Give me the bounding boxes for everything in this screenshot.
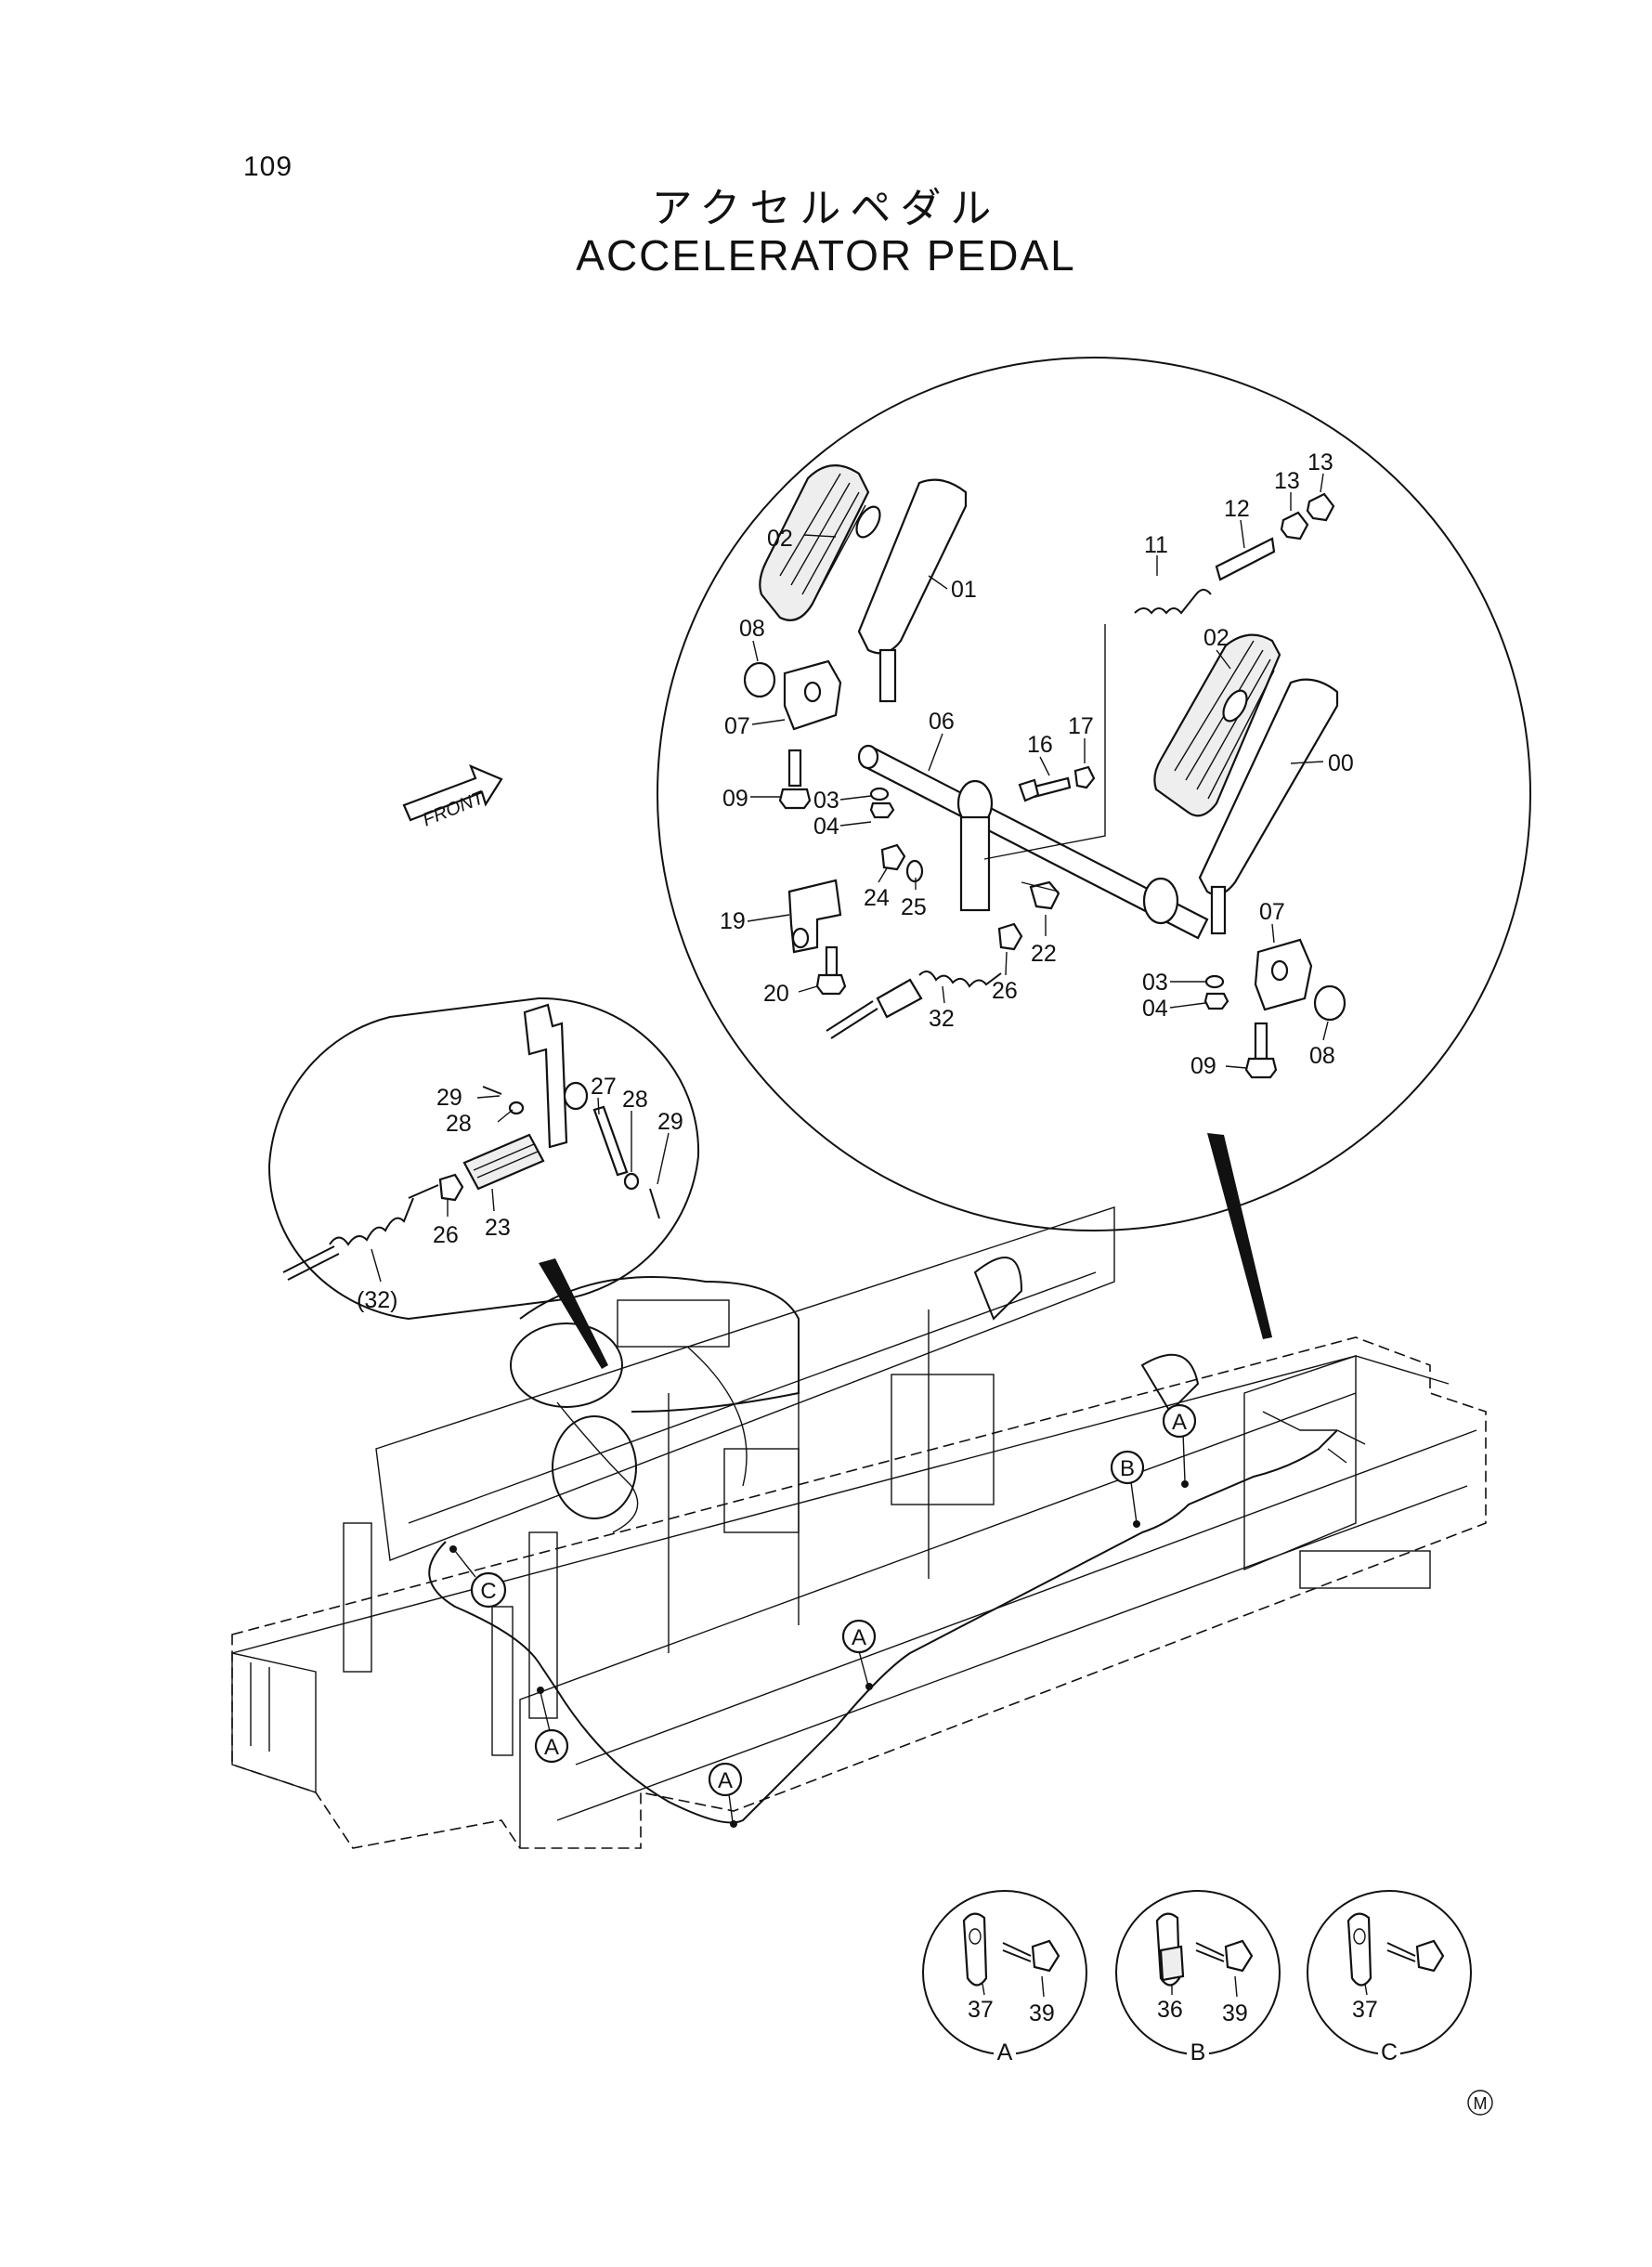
part-label: 36 [1157,1997,1183,2023]
callout-a-bottom: A [708,1762,743,1828]
left-pedal [759,464,968,703]
clamp-detail-a: 37 39 A [922,1890,1087,2065]
part-label: 04 [1142,996,1168,1022]
part-label: 22 [1031,941,1057,967]
clamp-callouts: A B C A [449,1403,1197,1828]
part-label: 23 [485,1215,511,1241]
title-japanese: アクセルペダル [651,185,1001,232]
callout-label: C [480,1579,496,1604]
part-label: 06 [929,709,955,735]
part-label: 03 [813,788,839,814]
callout-label: A [852,1625,866,1650]
part-label: 00 [1328,750,1354,776]
part-label: 01 [951,577,977,603]
part-label: 37 [1352,1997,1378,2023]
engine-side-detail-view: 29 28 27 28 29 26 23 (32) [267,997,700,1369]
part-label: 29 [657,1109,683,1135]
callout-b: B [1110,1450,1145,1528]
part-label: 11 [1144,532,1168,558]
part-label: 12 [1224,496,1250,522]
right-pedal [1153,633,1339,935]
return-spring [983,492,1335,860]
pedal-detail-view: 02 01 11 12 13 13 08 07 06 02 16 17 00 0… [657,357,1531,1339]
callout-label: B [1120,1456,1135,1481]
part-label: 07 [724,713,750,739]
part-label: 08 [739,616,765,642]
page-number: 109 [243,151,293,182]
callout-label: A [718,1768,733,1793]
part-label: 02 [1203,625,1229,651]
part-label: 02 [767,526,793,552]
front-direction-arrow: FRONT [402,763,503,830]
callout-label: A [1172,1410,1187,1435]
clamp-detail-letter: A [997,2039,1013,2065]
part-label: 27 [591,1074,617,1100]
part-label: 09 [722,786,748,812]
part-label: 08 [1309,1043,1335,1069]
part-label: 07 [1259,899,1285,925]
part-label: 37 [968,1997,994,2023]
part-label: 13 [1307,449,1333,476]
callout-c: C [449,1545,507,1609]
clamp-detail-letter: C [1381,2039,1398,2065]
pedal-shaft [857,744,1209,940]
machine-frame [231,1206,1487,1849]
callout-a-left: A [534,1687,569,1764]
part-label: 26 [433,1222,459,1248]
part-label: 25 [901,894,927,920]
leader-lines [747,473,1329,1069]
part-label: 24 [864,885,890,911]
part-label: 28 [622,1087,648,1113]
part-label: 19 [720,908,746,934]
part-label: 26 [992,978,1018,1004]
part-label: 39 [1222,2000,1248,2026]
part-label: (32) [357,1287,397,1313]
part-label: 39 [1029,2000,1055,2026]
clamp-detail-letter: B [1190,2039,1206,2065]
cable-bracket [787,879,1023,1039]
part-label: 03 [1142,970,1168,996]
part-label: 28 [446,1111,472,1137]
part-label: 17 [1068,713,1094,739]
clamp-detail-b: 36 39 B [1115,1890,1281,2065]
clamp-detail-c: 37 C [1307,1890,1472,2065]
engine-part-labels: 29 28 27 28 29 26 23 (32) [357,1074,683,1313]
title-english: ACCELERATOR PEDAL [576,231,1076,280]
pedal-part-labels: 02 01 11 12 13 13 08 07 06 02 16 17 00 0… [720,449,1354,1079]
part-label: 04 [813,814,839,840]
right-bracket [1203,938,1346,1079]
callout-label: A [544,1735,559,1760]
part-label: 20 [763,981,789,1007]
part-label: 13 [1274,468,1300,494]
part-label: 32 [929,1006,955,1032]
callout-a-mid: A [841,1619,877,1690]
corner-symbol-letter: M [1474,2094,1488,2113]
part-label: 16 [1027,732,1053,758]
part-label: 29 [436,1085,462,1111]
throttle-cable-route [428,1411,1366,1824]
part-label: 09 [1190,1053,1216,1079]
callout-a-right: A [1162,1403,1197,1488]
corner-m-symbol: M [1467,2090,1493,2116]
small-fasteners [880,765,1096,910]
left-bracket [743,659,895,819]
